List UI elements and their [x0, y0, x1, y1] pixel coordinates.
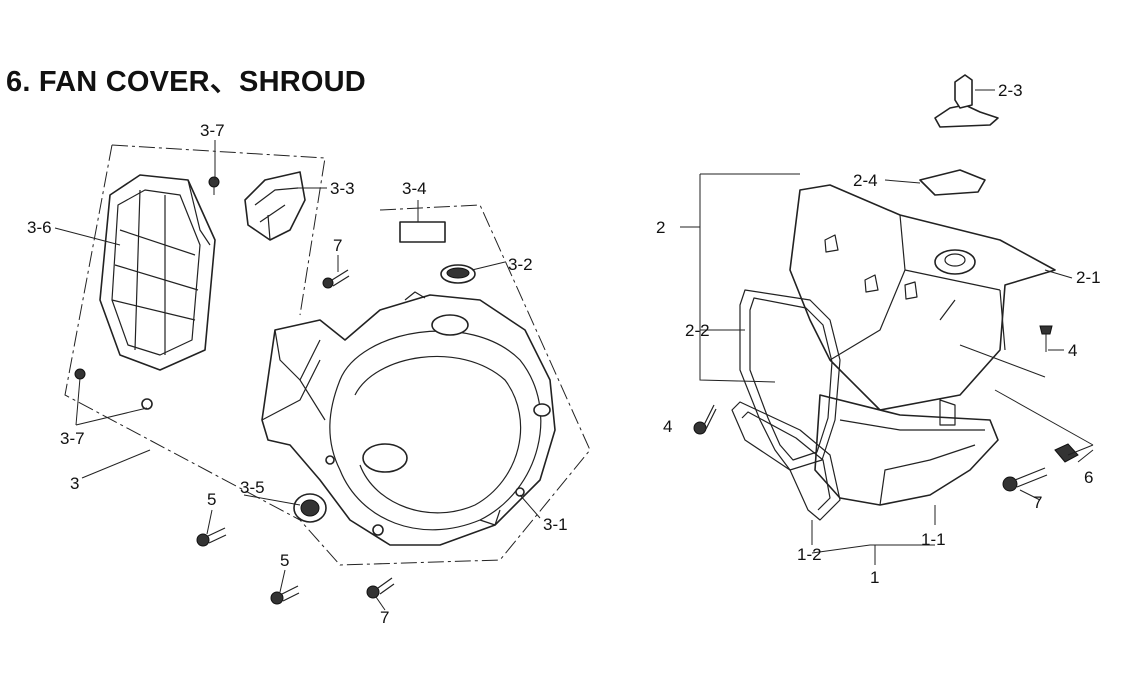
duct-part: [244, 171, 306, 241]
screw-4-right: [1039, 325, 1053, 352]
seal-frame-upper-part: [739, 289, 841, 471]
callout-2-4: 2-4: [853, 171, 878, 190]
callout-3-1: 3-1: [543, 515, 568, 534]
bolt-7-right: [1002, 467, 1048, 492]
bracket-part: [934, 74, 999, 128]
callout-3-7-top: 3-7: [200, 121, 225, 140]
page-title: 6. FAN COVER、SHROUD: [6, 66, 366, 98]
callout-3-7-bottom: 3-7: [60, 429, 85, 448]
callout-1: 1: [870, 568, 879, 587]
bolt-5-b: [270, 585, 300, 605]
seal-frame-lower-part: [731, 401, 841, 521]
callout-4-right: 4: [1068, 341, 1077, 360]
callout-2-3: 2-3: [998, 81, 1023, 100]
callout-3-3: 3-3: [330, 179, 355, 198]
bolt-7-top: [322, 269, 350, 289]
callout-3: 3: [70, 474, 79, 493]
filter-cover-part: [99, 174, 216, 371]
screw-3-7-left: [74, 368, 86, 380]
callout-3-2: 3-2: [508, 255, 533, 274]
callout-5-b: 5: [280, 551, 289, 570]
clip-part: [1054, 443, 1079, 463]
callout-2: 2: [656, 218, 665, 237]
plate-part: [919, 169, 986, 196]
callout-3-6: 3-6: [27, 218, 52, 237]
callout-2-1: 2-1: [1076, 268, 1101, 287]
callout-7-right: 7: [1033, 493, 1042, 512]
callout-1-2: 1-2: [797, 545, 822, 564]
upper-shroud-part: [789, 184, 1056, 411]
screw-3-7-right: [141, 398, 153, 410]
callout-3-4: 3-4: [402, 179, 427, 198]
callout-7-bottom: 7: [380, 608, 389, 627]
label-plate-part: [399, 221, 446, 243]
screw-4-left: [693, 404, 717, 435]
bolt-5-a: [196, 527, 227, 547]
callout-2-2: 2-2: [685, 321, 710, 340]
callout-6: 6: [1084, 468, 1093, 487]
shroud-assembly: [680, 74, 1094, 565]
grommet-part: [440, 264, 476, 284]
callout-3-5: 3-5: [240, 478, 265, 497]
callout-7-top: 7: [333, 236, 342, 255]
callout-5-a: 5: [207, 490, 216, 509]
callout-4-left: 4: [663, 417, 672, 436]
callout-labels: 3-7 3-3 3-4 3-6 7 3-2 3-7 3 3-5 5 3-1 5 …: [27, 81, 1101, 627]
screw-3-7-top: [208, 176, 220, 195]
callout-1-1: 1-1: [921, 530, 946, 549]
lower-shroud-part: [814, 394, 999, 506]
bolt-7-bottom: [366, 577, 395, 599]
seal-part: [293, 493, 327, 523]
fan-cover-main-part: [261, 291, 556, 546]
fan-cover-assembly: [54, 140, 591, 611]
